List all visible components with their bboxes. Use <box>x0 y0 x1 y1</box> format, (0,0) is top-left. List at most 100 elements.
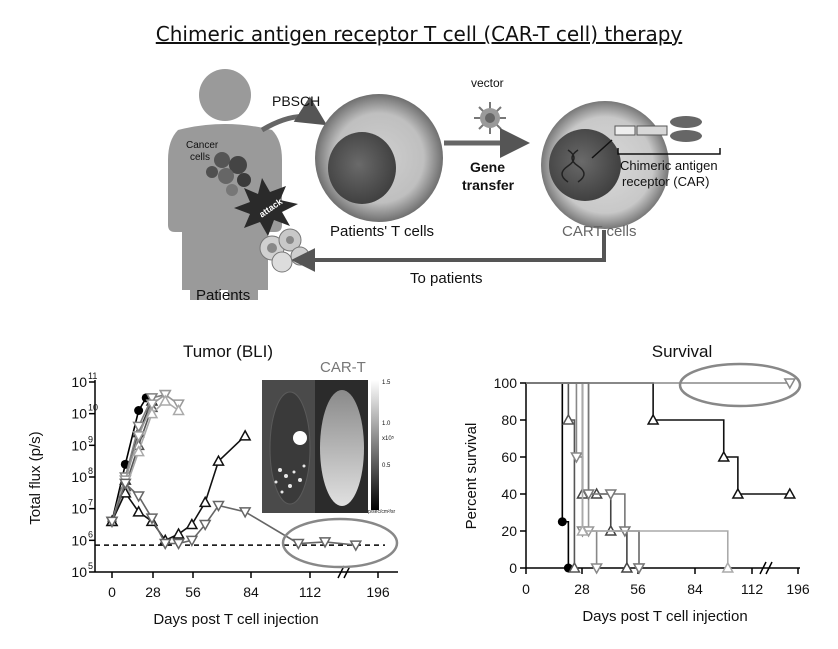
schematic: Cancer cells attack Patients PBSCH Patie… <box>168 69 721 304</box>
survival-data-point <box>568 561 581 573</box>
gene-transfer-label-1: Gene <box>470 159 505 175</box>
tumor-y-tick-label: 10 <box>71 564 87 580</box>
tumor-data-point <box>238 429 252 441</box>
tumor-data-point <box>145 407 159 419</box>
survival-x-tick-label: 28 <box>574 581 590 597</box>
survival-x-tick-label: 196 <box>786 581 810 597</box>
inset-scale-tick-3: 0.5 <box>382 463 391 469</box>
tumor-data-point <box>132 445 145 457</box>
car-t-inset: CAR-T 1.5 1.0 0.5 x10⁵ p/sec/cm²/sr <box>262 359 396 515</box>
tumor-y-tick-exponent: 6 <box>88 529 93 539</box>
tumor-data-point <box>185 517 199 530</box>
survival-data-point <box>570 452 583 464</box>
tumor-data-point <box>132 505 145 517</box>
survival-data-point <box>562 413 575 425</box>
cancer-cells-label-2: cells <box>190 152 210 163</box>
survival-data-point <box>620 561 634 573</box>
virus-vector-icon <box>474 102 506 134</box>
tumor-y-tick-label: 10 <box>71 469 87 485</box>
inset-mouse-left <box>269 391 311 505</box>
inset-color-scale <box>371 380 379 510</box>
patients-t-cell-icon <box>315 94 443 222</box>
survival-x-tick-label: 84 <box>687 581 703 597</box>
tumor-data-point <box>132 431 145 443</box>
inset-scale-tick-1: 1.5 <box>382 380 391 386</box>
t-cells-cluster <box>259 228 310 273</box>
gene-transfer-label-2: transfer <box>462 177 515 193</box>
tumor-y-label: Total flux (p/s) <box>27 431 44 524</box>
tumor-x-tick-label: 196 <box>366 584 390 600</box>
tumor-x-tick-label: 84 <box>243 584 259 600</box>
tumor-data-point <box>198 495 212 508</box>
car-construct-icon <box>614 116 721 155</box>
tumor-data-point <box>134 406 144 415</box>
patients-label: Patients <box>196 287 250 304</box>
survival-step-line <box>526 382 576 568</box>
survival-y-tick-label: 80 <box>501 412 517 428</box>
page-title: Chimeric antigen receptor T cell (CAR-T … <box>155 22 683 46</box>
tumor-y-tick-exponent: 9 <box>88 434 93 444</box>
survival-x-tick-label: 112 <box>741 581 764 597</box>
inset-label: CAR-T <box>320 359 366 376</box>
cancer-cells-cluster <box>206 152 251 196</box>
survival-x-tick-label: 56 <box>630 581 646 597</box>
tumor-data-point <box>238 507 252 519</box>
survival-step-line <box>526 382 790 495</box>
survival-axis-break <box>759 561 773 575</box>
tumor-data-point <box>172 403 185 416</box>
tumor-data-point <box>198 519 212 532</box>
attack-burst-icon: attack <box>234 178 298 236</box>
survival-data-point <box>731 487 745 499</box>
survival-data-point <box>604 489 618 501</box>
tumor-x-label: Days post T cell injection <box>153 611 318 628</box>
survival-data-point <box>646 413 660 425</box>
tumor-y-tick-exponent: 10 <box>88 403 98 413</box>
tumor-y-tick-label: 10 <box>71 501 87 517</box>
pbsch-arrow <box>260 96 328 133</box>
tumor-series-line <box>111 435 246 542</box>
tumor-data-point <box>119 478 132 490</box>
inset-scale-footer: p/sec/cm²/sr <box>368 509 396 515</box>
tumor-data-point <box>212 500 225 513</box>
tumor-data-point <box>145 513 159 525</box>
tumor-y-tick-label: 10 <box>71 406 87 422</box>
tumor-data-point <box>292 538 305 551</box>
tumor-data-point <box>145 399 159 411</box>
tumor-highlight-ellipse <box>281 517 399 569</box>
inset-scale-tick-2: 1.0 <box>382 421 391 427</box>
survival-data-point <box>721 561 735 573</box>
tumor-data-point <box>105 516 119 528</box>
tumor-y-tick-label: 10 <box>71 374 87 390</box>
survival-data-point <box>783 378 797 390</box>
tumor-y-tick-label: 10 <box>71 532 87 548</box>
tumor-x-tick-label: 112 <box>299 584 322 600</box>
survival-y-label: Percent survival <box>463 423 480 530</box>
tumor-data-point <box>132 491 145 503</box>
tumor-y-tick-exponent: 5 <box>88 561 93 571</box>
tumor-data-point <box>318 537 332 549</box>
tumor-series-line <box>111 397 147 522</box>
survival-y-tick-label: 60 <box>501 449 517 465</box>
tumor-y-tick-exponent: 8 <box>88 466 93 476</box>
pbsch-label: PBSCH <box>272 93 320 109</box>
survival-step-line <box>526 382 570 568</box>
tumor-data-point <box>132 421 145 433</box>
survival-data-point <box>632 563 646 575</box>
survival-highlight-ellipse <box>678 362 802 408</box>
survival-x-tick-label: 0 <box>522 581 530 597</box>
survival-data-point <box>576 524 589 536</box>
survival-data-point <box>557 517 567 527</box>
cancer-cells-label-1: Cancer <box>186 140 219 151</box>
survival-y-tick-label: 20 <box>501 523 517 539</box>
tumor-data-point <box>212 454 225 466</box>
inset-scale-unit: x10⁵ <box>382 435 395 442</box>
survival-step-line <box>526 382 598 568</box>
tumor-data-point <box>172 538 185 551</box>
patient-figure <box>168 69 282 300</box>
tumor-x-tick-label: 28 <box>145 584 161 600</box>
survival-chart-title: Survival <box>652 342 712 361</box>
car-label-1: Chimeric antigen <box>620 158 718 173</box>
survival-y-tick-label: 40 <box>501 486 517 502</box>
to-patients-label: To patients <box>410 270 483 287</box>
